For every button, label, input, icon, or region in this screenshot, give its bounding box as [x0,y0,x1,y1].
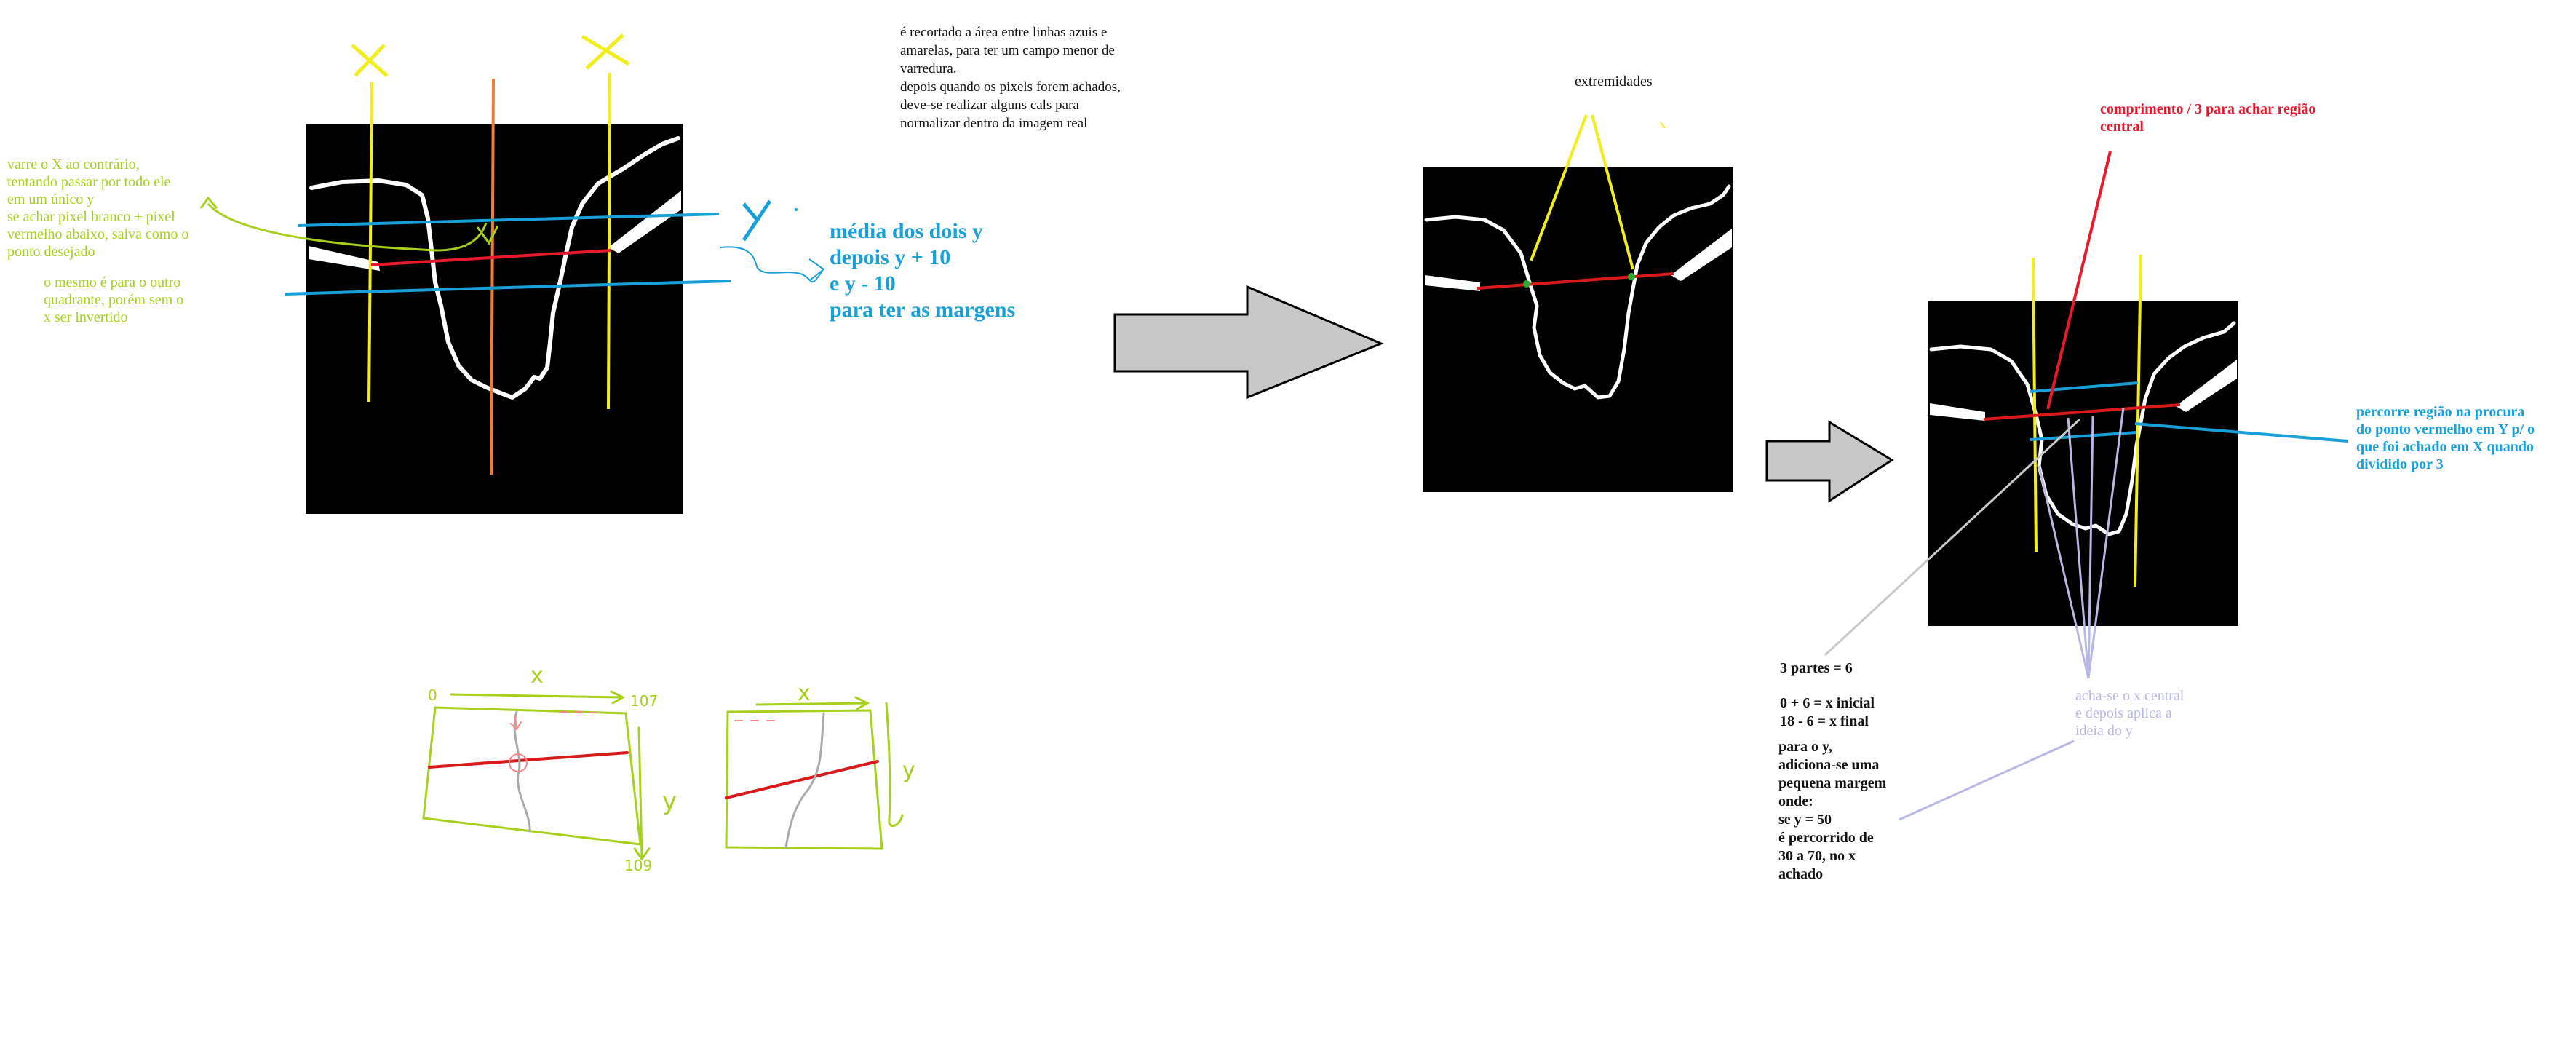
sketch-1 [422,690,651,861]
sketch-1-y-axis-arrow [633,726,651,861]
sketch-1-y-label: y [662,787,677,816]
panel-1-red-line [370,249,612,266]
panel-1-green-hook [476,225,499,245]
panel-1-y-glyph [742,199,772,242]
note-formulas: 0 + 6 = x inicial 18 - 6 = x final [1780,695,1875,729]
panel-2-right-wedge [1671,229,1732,281]
panel-2-red-line [1476,272,1674,290]
sketch-1-gray-curve [513,710,531,833]
panel-1-blue-brace [720,246,823,283]
small-gray-arrow [1765,420,1894,503]
sketch-1-scale-109: 109 [624,857,652,874]
sketch-2-x-axis-arrow [755,696,870,710]
panel-3-blue-line-top [2030,381,2139,393]
panel-1-green-arrow-head [199,196,218,209]
panel-1-x-glyph-right [581,33,630,70]
panel-3-blue-line-bottom [2030,431,2137,441]
panel-1-y-dot [795,208,798,211]
sketch-2-frame [725,709,883,850]
big-gray-arrow [1113,285,1384,400]
sketch-2-x-label: x [798,681,811,706]
panel-3-red-pointer [2046,151,2112,410]
panel-1-yellow-line-right [607,72,611,410]
sketch-1-pink-circle [509,753,528,772]
panel-3 [1824,151,2348,821]
panel-2-yellow-pointer-right [1591,114,1634,270]
note-comprimento: comprimento / 3 para achar região centra… [2100,101,2316,135]
panel-2-left-wedge [1425,275,1480,291]
panel-2-image [1423,167,1733,492]
note-recorte: é recortado a área entre linhas azuis e … [900,25,1121,131]
panel-3-contour [1929,321,2236,536]
panel-1-green-arrow [207,203,488,252]
sketch-2-red-line [725,760,879,799]
sketch-1-pink-dots [560,711,597,713]
note-varre: varre o X ao contrário, tentando passar … [7,156,189,260]
note-margem: para o y, adiciona-se uma pequena margem… [1778,739,1887,882]
panel-1-right-wedge [608,191,681,253]
panel-2-left-endpoint [1523,280,1530,288]
note-partes: 3 partes = 6 [1780,660,1853,676]
panel-1-blue-line-bottom [285,280,731,296]
panel-3-red-line [1983,403,2181,421]
sketch-1-frame [422,706,642,846]
note-central: acha-se o x central e depois aplica a id… [2075,688,2185,739]
panel-1-blue-brace-arrow [808,258,825,280]
panel-1-orange-line [490,78,495,475]
panel-1-left-wedge [309,246,380,271]
panel-2-yellow-pointer-left [1530,114,1588,261]
panel-3-blue-pointer [2134,422,2348,443]
panel-2 [1423,114,1733,492]
panel-3-lilac-rays [1899,407,2125,821]
panel-3-gray-pointer [1824,418,2081,657]
panel-1-yellow-line-left [367,81,373,403]
panel-3-right-wedge [2176,360,2237,412]
sketch-1-pink-arrow [510,716,522,731]
panel-3-left-wedge [1930,403,1985,421]
note-extremidades: extremidades [1575,74,1653,90]
note-percorre: percorre região na procura do ponto verm… [2356,404,2535,472]
sketch-2 [725,696,904,850]
panel-1-blue-line-top [298,213,720,227]
panel-1 [199,33,825,514]
sketch-1-x-label: x [530,663,544,689]
panel-2-yellow-tick [1660,122,1666,129]
panel-2-contour [1424,184,1731,400]
sketch-1-x-axis-arrow [450,690,626,705]
panel-3-yellow-line-left [2032,257,2038,552]
sketch-2-y-bracket [885,702,904,827]
panel-3-yellow-line-right [2134,254,2142,587]
panel-1-x-glyph-left [351,44,389,77]
note-mesmo: o mesmo é para o outro quadrante, porém … [44,274,184,325]
sketch-1-scale-0: 0 [428,686,437,704]
note-media: média dos dois y depois y + 10 e y - 10 … [830,219,1016,322]
sketch-2-y-label: y [902,758,915,783]
sketch-1-scale-107: 107 [630,692,658,710]
sketch-1-red-line [428,751,629,769]
panel-1-contour [309,136,680,400]
panel-2-right-endpoint [1628,273,1635,280]
panel-3-image [1928,301,2238,626]
sketch-2-gray-curve [784,712,825,849]
